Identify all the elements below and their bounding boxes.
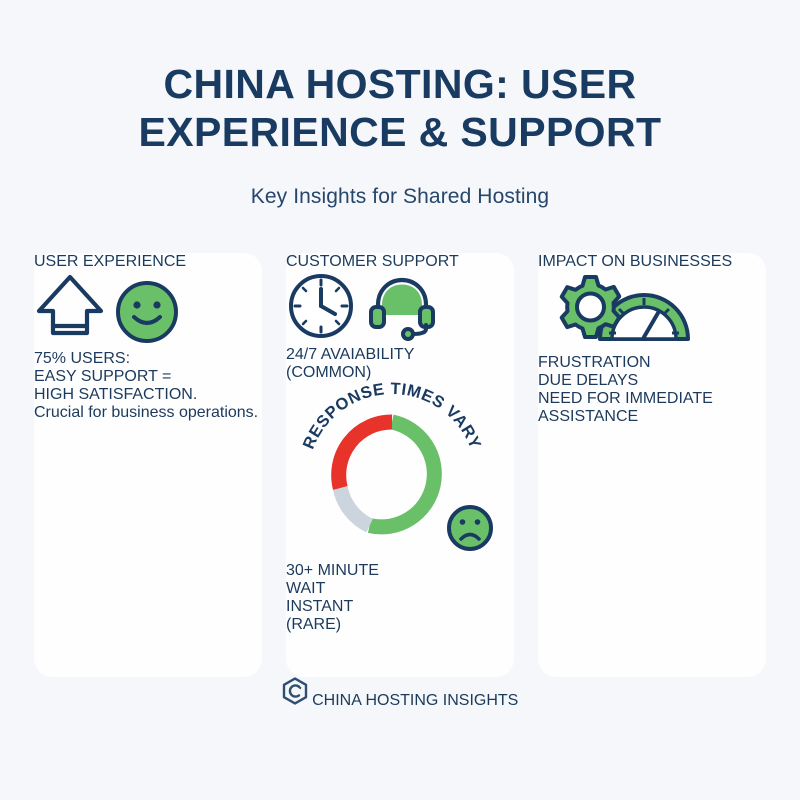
icon-row-customer-support xyxy=(286,271,514,346)
header: CHINA HOSTING: USER EXPERIENCE & SUPPORT… xyxy=(0,0,800,209)
icon-row-impact xyxy=(538,271,766,354)
up-arrow-icon xyxy=(34,274,110,349)
card-title-customer-support: CUSTOMER SUPPORT xyxy=(286,252,459,270)
stat-line-2: (COMMON) xyxy=(286,363,372,381)
card-user-experience[interactable]: USER EXPERIENCE xyxy=(34,252,262,677)
footer: CHINA HOSTING INSIGHTS xyxy=(282,677,519,710)
card-customer-support[interactable]: CUSTOMER SUPPORT xyxy=(286,252,514,677)
card-title-impact-on-businesses: IMPACT ON BUSINESSES xyxy=(538,252,733,270)
smiley-face-icon xyxy=(114,280,180,349)
donut-segment-red xyxy=(331,414,393,490)
headset-icon xyxy=(366,277,438,345)
stat-line-4: ASSISTANCE xyxy=(538,407,639,425)
donut-segment-gray xyxy=(332,485,374,533)
donut-center-line-1: 30+ MINUTE xyxy=(286,561,379,579)
stat-line-2: DUE DELAYS xyxy=(538,371,639,389)
note-pill-line-1: Crucial for business xyxy=(34,403,175,421)
stat-customer-support: 24/7 AVAIABILITY (COMMON) xyxy=(286,346,514,382)
donut-instant-label: INSTANT (RARE) xyxy=(286,598,514,634)
sad-face-icon xyxy=(447,504,493,551)
instant-line-1: INSTANT xyxy=(286,597,354,615)
hexagon-c-logo-icon xyxy=(282,677,312,709)
stat-line-1: 24/7 AVAIABILITY xyxy=(286,345,415,363)
donut-center-label: 30+ MINUTE WAIT xyxy=(286,562,514,598)
gear-icon xyxy=(559,274,622,339)
card-title-user-experience: USER EXPERIENCE xyxy=(34,252,187,270)
stat-line-1: 75% USERS: xyxy=(34,349,131,367)
stat-line-1: FRUSTRATION xyxy=(538,353,651,371)
note-pill-business-operations: Crucial for business operations. xyxy=(34,404,262,422)
stat-impact-primary: FRUSTRATION DUE DELAYS xyxy=(538,354,766,390)
page-title-line-2: EXPERIENCE & SUPPORT xyxy=(138,109,662,156)
footer-brand: CHINA HOSTING INSIGHTS xyxy=(312,691,519,709)
card-impact-on-businesses[interactable]: IMPACT ON BUSINESSES xyxy=(538,252,766,677)
page-title: CHINA HOSTING: USER EXPERIENCE & SUPPORT xyxy=(90,60,710,157)
clock-icon xyxy=(286,273,360,345)
cards-row: USER EXPERIENCE xyxy=(0,252,800,677)
stat-impact-secondary: NEED FOR IMMEDIATE ASSISTANCE xyxy=(538,390,766,426)
page-subtitle: Key Insights for Shared Hosting xyxy=(250,184,550,208)
stat-line-3: NEED FOR IMMEDIATE xyxy=(538,389,713,407)
donut-segment-green xyxy=(367,414,442,535)
stat-line-2: EASY SUPPORT = xyxy=(34,367,172,385)
stat-user-experience: 75% USERS: EASY SUPPORT = HIGH SATISFACT… xyxy=(34,350,262,404)
note-pill-line-2: operations. xyxy=(178,403,259,421)
response-time-donut-chart: RESPONSE TIMES VARY xyxy=(286,380,514,634)
icon-row-user-experience xyxy=(34,271,262,350)
donut-center-line-2: WAIT xyxy=(286,579,326,597)
stat-line-3: HIGH SATISFACTION. xyxy=(34,385,198,403)
page-title-line-1: CHINA HOSTING: USER xyxy=(163,61,637,107)
instant-line-2: (RARE) xyxy=(286,615,342,633)
